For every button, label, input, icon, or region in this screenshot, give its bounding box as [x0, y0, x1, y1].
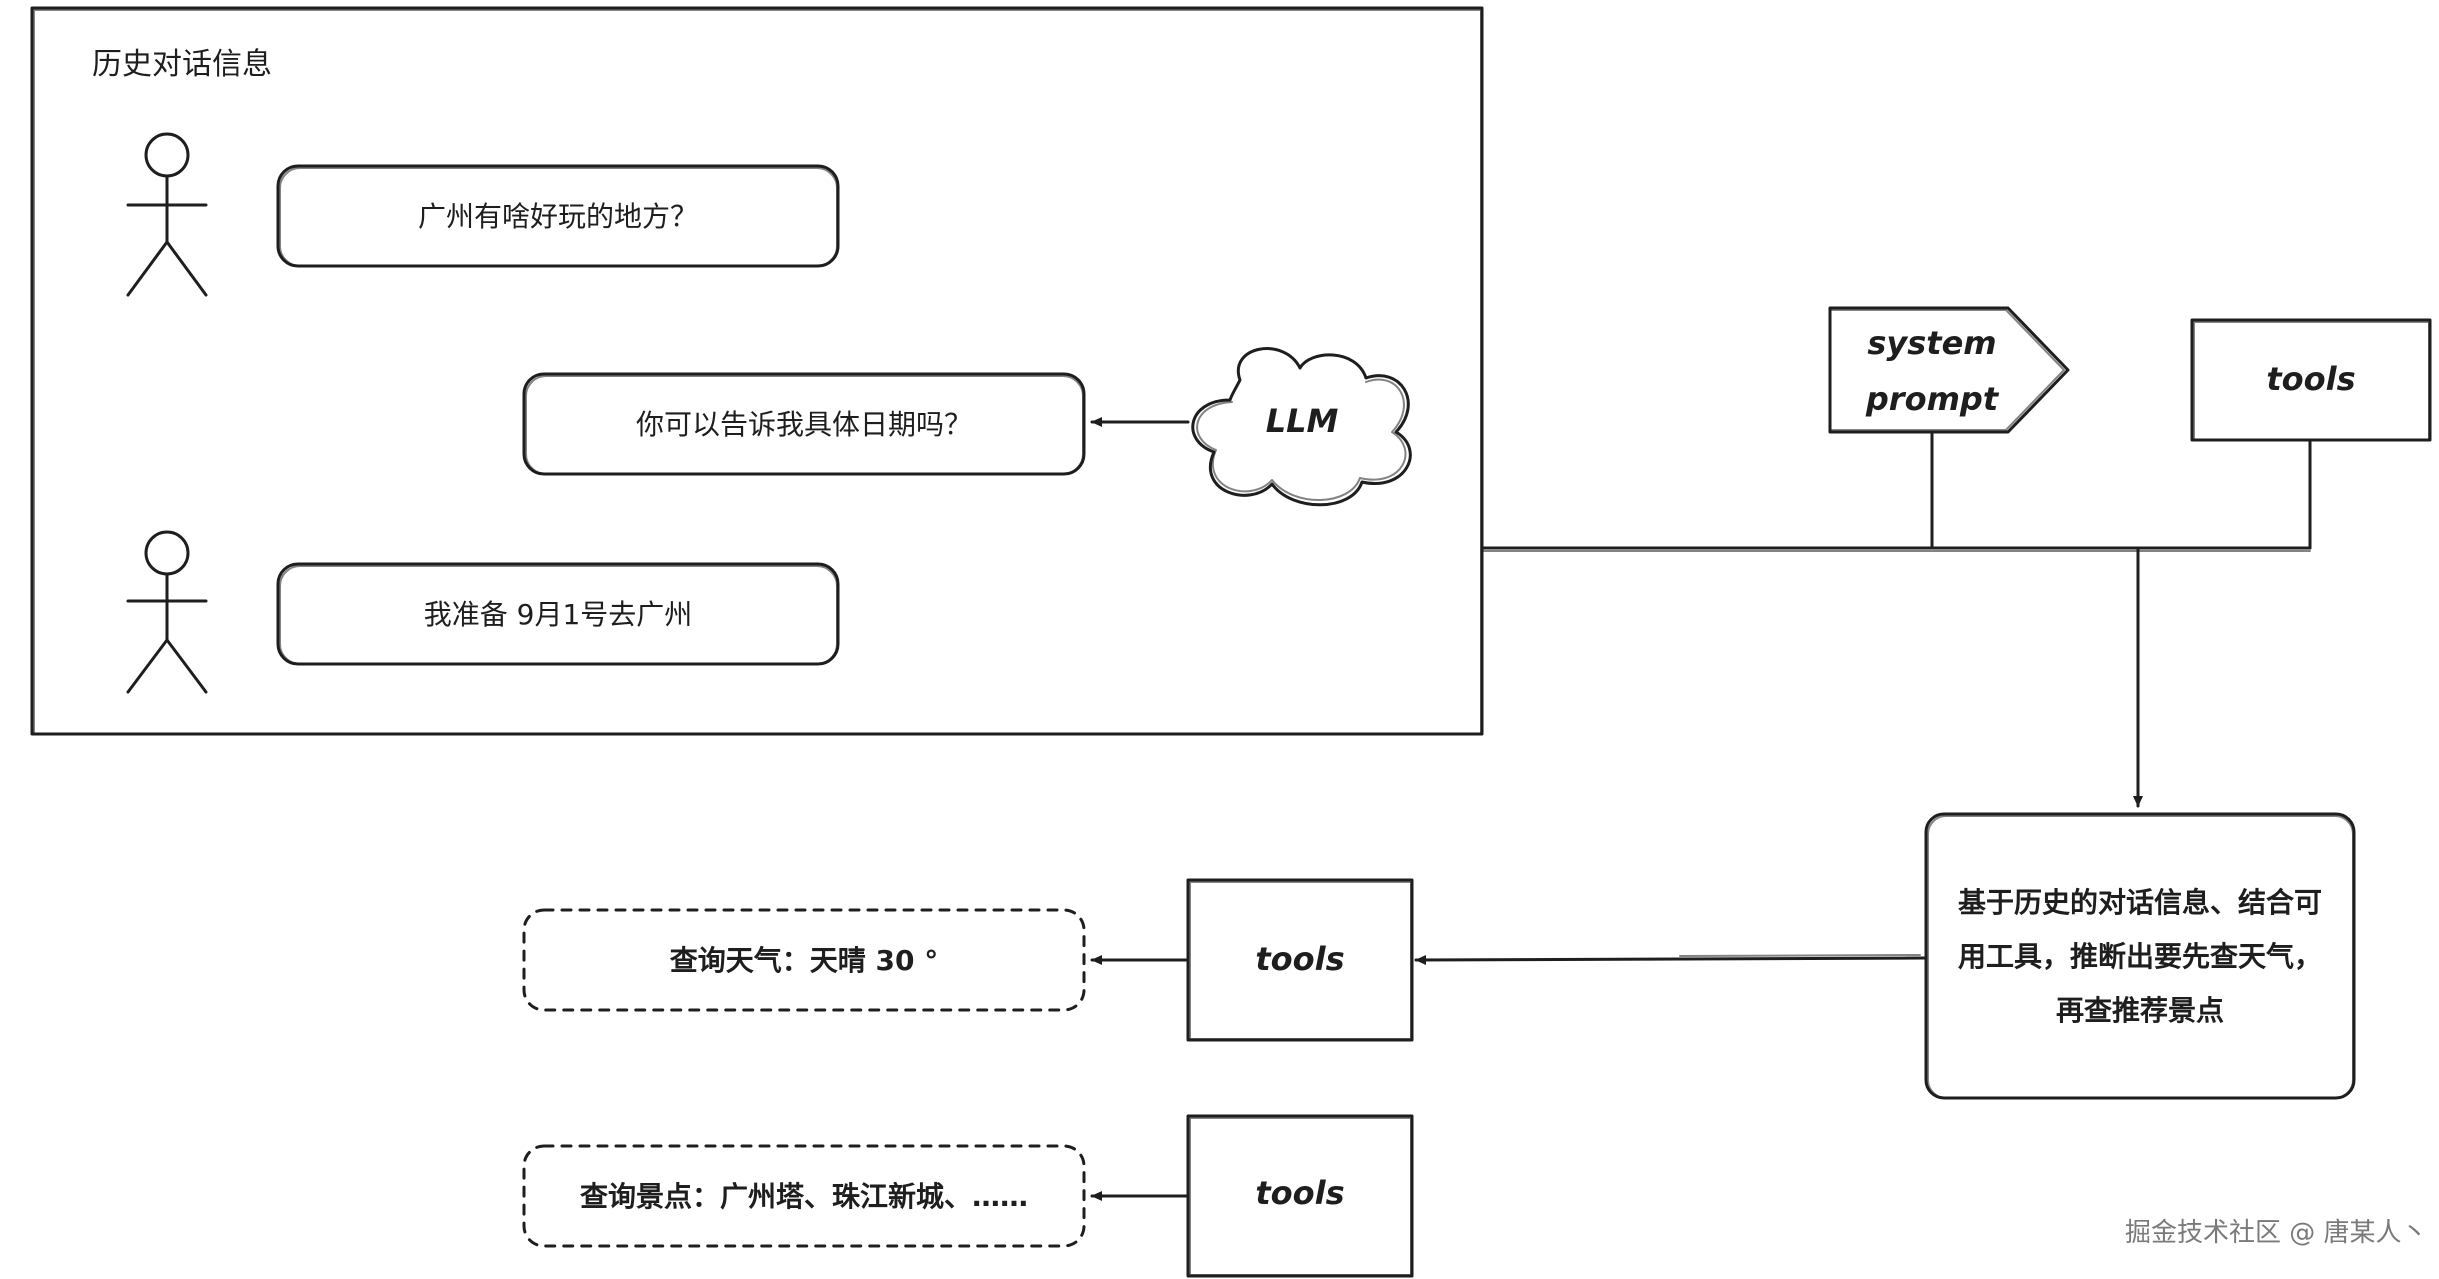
user-message-bubble: 我准备 9月1号去广州 [276, 562, 840, 666]
reasoning-line3: 再查推荐景点 [2056, 994, 2224, 1027]
system-prompt-line2: prompt [1865, 380, 2000, 418]
tools-label: tools [2266, 360, 2355, 398]
watermark: 掘金技术社区 @ 唐某人丶 [2125, 1218, 2428, 1248]
history-title: 历史对话信息 [92, 47, 272, 82]
reasoning-to-tools-arrow [1414, 954, 1926, 965]
system-prompt-line1: system [1867, 324, 1996, 362]
history-panel: 历史对话信息 [30, 6, 1484, 736]
context-bus [1480, 432, 2312, 808]
spots-result-text: 查询景点：广州塔、珠江新城、…… [580, 1180, 1028, 1213]
user-icon [126, 530, 208, 694]
tools-box-spots: tools [1186, 1114, 1414, 1278]
reasoning-line2: 用工具，推断出要先查天气， [1958, 940, 2322, 973]
tools-label: tools [1255, 940, 1344, 978]
llm-cloud-icon: LLM [1191, 347, 1412, 507]
tools-box-top: tools [2190, 318, 2432, 442]
system-prompt-shape: system prompt [1828, 306, 2070, 434]
user-message-text: 广州有啥好玩的地方？ [418, 200, 698, 233]
llm-label: LLM [1266, 402, 1339, 440]
reasoning-box: 基于历史的对话信息、结合可 用工具，推断出要先查天气， 再查推荐景点 [1924, 812, 2356, 1100]
tools-box-weather: tools [1186, 878, 1414, 1042]
tools-label: tools [1255, 1174, 1344, 1212]
weather-result-text: 查询天气：天晴 30 ° [670, 944, 938, 977]
llm-reply-text: 你可以告诉我具体日期吗？ [636, 408, 972, 441]
user-icon [126, 132, 208, 297]
reasoning-line1: 基于历史的对话信息、结合可 [1958, 886, 2322, 919]
spots-result-bubble: 查询景点：广州塔、珠江新城、…… [522, 1144, 1086, 1248]
llm-reply-bubble: 你可以告诉我具体日期吗？ [522, 372, 1086, 476]
user-message-text: 我准备 9月1号去广州 [424, 598, 693, 631]
user-message-bubble: 广州有啥好玩的地方？ [276, 164, 840, 268]
weather-result-bubble: 查询天气：天晴 30 ° [522, 908, 1086, 1012]
